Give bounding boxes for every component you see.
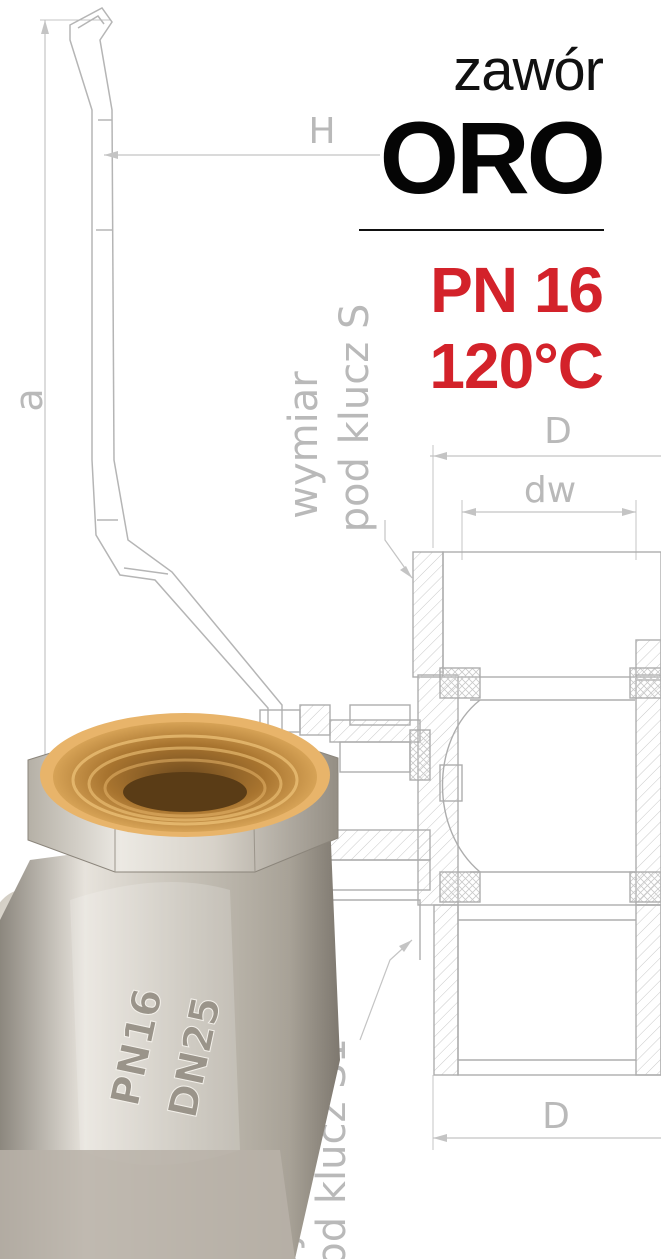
dimension-dw: dw — [461, 470, 637, 560]
dimension-dw-label: dw — [524, 470, 576, 511]
dimension-D-top: D — [430, 411, 661, 548]
wrench-S-line1: wymiar — [281, 371, 327, 519]
dimension-a-label: a — [7, 388, 51, 411]
dimension-H-label: H — [308, 111, 335, 152]
wrench-size-S: wymiar pod klucz S — [281, 304, 413, 579]
valve-cross-section — [259, 551, 661, 1076]
product-title: zawór ORO — [379, 38, 606, 215]
dimension-D-bottom-label: D — [542, 1096, 570, 1137]
product-name: ORO — [379, 101, 606, 215]
title-prefix: zawór — [453, 38, 604, 103]
valve-handle-drawing — [69, 7, 283, 736]
temperature-rating: 120°C — [429, 330, 604, 402]
dimension-D-top-label: D — [544, 411, 572, 452]
title-divider — [359, 229, 604, 231]
valve-product-photo: PN16 DN25 — [0, 713, 340, 1259]
dimension-H: H — [104, 111, 380, 159]
pressure-rating: PN 16 — [430, 254, 604, 326]
wrench-S-line2: pod klucz S — [332, 304, 378, 533]
dimension-D-bottom: D — [432, 1075, 661, 1150]
dimension-a: a — [7, 19, 110, 760]
